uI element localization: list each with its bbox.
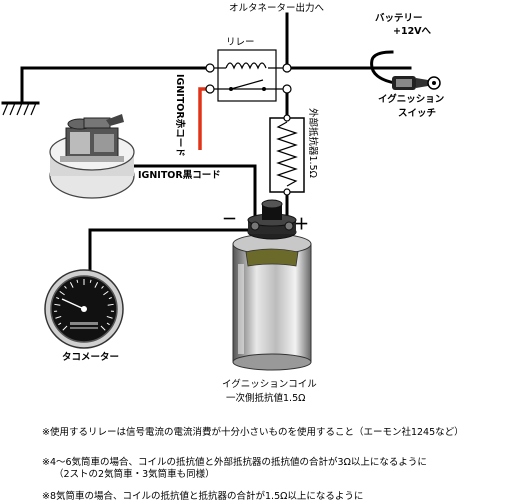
tachometer-tick	[58, 322, 62, 326]
tachometer-tick	[108, 297, 112, 300]
tachometer-tick	[56, 297, 60, 300]
tachometer-tick	[62, 325, 68, 331]
tachometer-tick	[107, 303, 114, 306]
ignitor-black-label: IGNITOR黒コード	[138, 170, 221, 181]
tachometer-tick	[64, 285, 67, 289]
ignitor-unit	[49, 114, 135, 199]
tachometer-tick	[100, 325, 106, 331]
note-8-cylinder: ※8気筒車の場合、コイルの抵抗値と抵抗器の合計が1.5Ω以上になるように	[42, 491, 364, 502]
relay-label: リレー	[226, 37, 255, 48]
ignition-switch	[370, 50, 441, 90]
battery-label: バッテリー	[375, 12, 423, 24]
tachometer-tick	[76, 279, 79, 283]
tachometer-needle	[61, 298, 85, 310]
note-4-6-cylinder: ※4～6気筒車の場合、コイルの抵抗値と外部抵抗器の抵抗値の合計が3Ω以上になるよ…	[42, 457, 427, 468]
tachometer-tick	[59, 290, 65, 296]
tachometer-tick	[69, 282, 74, 288]
tachometer-tick	[101, 285, 104, 289]
external-resistor	[269, 114, 305, 196]
tachometer-tick	[89, 279, 92, 283]
alternator-output-label: オルタネーター出力へ	[229, 2, 325, 14]
coil-minus-label: －	[222, 210, 237, 228]
ignition-coil	[232, 199, 312, 371]
tachometer-tick	[94, 282, 99, 288]
tachometer-tick	[106, 322, 110, 326]
tachometer-tick	[55, 315, 62, 319]
coil-label-line2: 一次側抵抗値1.5Ω	[226, 392, 305, 404]
tachometer-label: タコメーター	[62, 351, 119, 363]
tachometer	[44, 269, 124, 349]
ignition-switch-label-line1: イグニッション	[378, 93, 444, 105]
coil-plus-label: ＋	[294, 215, 309, 233]
ignitor-red-label: IGNITOR赤コード	[174, 74, 186, 157]
note-2-stroke: （2ストの2気筒車・3気筒車も同様）	[54, 469, 215, 480]
tachometer-tick	[54, 303, 61, 306]
external-resistor-label: 外部抵抗器1.5Ω	[307, 108, 319, 178]
note-relay: ※使用するリレーは信号電流の電流消費が十分小さいものを使用すること（エーモン社1…	[42, 427, 464, 438]
tachometer-dial-ticks	[54, 279, 114, 331]
ground-symbol	[1, 66, 40, 116]
coil-label-line1: イグニッションコイル	[222, 378, 317, 390]
relay	[205, 49, 292, 102]
ignition-switch-label-line2: スイッチ	[398, 108, 436, 119]
tachometer-tick	[103, 290, 109, 296]
plus12v-label: +12Vへ	[393, 26, 432, 37]
tachometer-tick	[106, 315, 113, 319]
